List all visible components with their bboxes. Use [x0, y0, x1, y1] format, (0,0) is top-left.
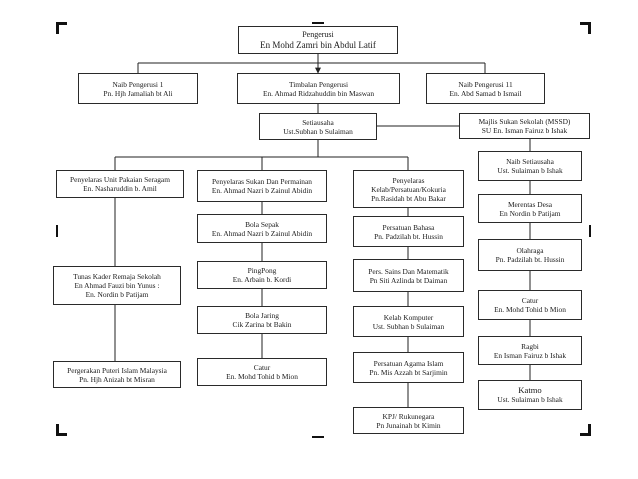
- uniform-unit-line: Pn. Hjh Anizah bt Misran: [79, 374, 155, 384]
- secretary-title: Setiausaha: [302, 117, 334, 127]
- crop-mark-bottom-right: [580, 433, 591, 436]
- clubs-item-name: Pn. Padzilah bt. Hussin: [374, 231, 443, 241]
- crop-mark-bottom-left: [56, 433, 67, 436]
- sports-coordinator-name: En. Ahmad Nazri b Zainul Abidin: [211, 186, 313, 195]
- uniform-unit-line: En. Nordin b Patijam: [85, 290, 149, 299]
- mssd-item-box: Katmo Ust. Sulaiman b Ishak: [478, 380, 582, 410]
- sports-item-title: PingPong: [247, 266, 277, 275]
- clubs-item-title: KPJ/ Rukunegara: [382, 411, 435, 421]
- mssd-item-title: Katmo: [518, 385, 542, 395]
- sports-item-name: Cik Zarina bt Bakin: [232, 320, 292, 329]
- clubs-item-name: Pn Junainah bt Kimin: [376, 420, 441, 430]
- clubs-coordinator-line: Kelab/Persatuan/Kokuria: [371, 184, 446, 194]
- mssd-item-name: Ust. Sulaiman b Ishak: [497, 166, 563, 175]
- mssd-item-name: En Nordin b Patijam: [499, 208, 561, 218]
- clubs-item-box: Pers. Sains Dan Matematik Pn Siti Azlind…: [353, 259, 464, 292]
- uniform-coordinator-title: Penyelaras Unit Pakaian Seragam: [70, 175, 170, 184]
- sports-item-title: Bola Jaring: [245, 311, 279, 320]
- clubs-item-box: KPJ/ Rukunegara Pn Junainah bt Kimin: [353, 407, 464, 434]
- mssd-item-name: En Isman Fairuz b Ishak: [493, 350, 567, 360]
- clubs-item-title: Kelab Komputer: [383, 312, 434, 322]
- mssd-name: SU En. Isman Fairuz b Ishak: [481, 126, 568, 135]
- clubs-coordinator-line: Pn.Rasidah bt Abu Bakar: [371, 193, 446, 203]
- sports-coordinator-title: Penyelaras Sukan Dan Permainan: [212, 177, 312, 186]
- crop-mark-bottom-left-v: [56, 424, 59, 436]
- vice-chair-1-title: Naib Pengerusi 1: [112, 79, 164, 89]
- sports-item-box: Catur En. Mohd Tohid b Mion: [197, 358, 327, 386]
- mssd-item-box: Catur En. Mohd Tohid b Mion: [478, 290, 582, 320]
- sports-item-title: Bola Sepak: [245, 219, 279, 229]
- uniform-unit-box: Pergerakan Puteri Islam Malaysia Pn. Hjh…: [53, 361, 181, 388]
- clubs-item-title: Persatuan Bahasa: [382, 222, 435, 232]
- sports-item-name: En. Ahmad Nazri b Zainul Abidin: [211, 228, 313, 238]
- uniform-unit-box: Tunas Kader Remaja Sekolah En Ahmad Fauz…: [53, 266, 181, 305]
- mssd-item-name: En. Mohd Tohid b Mion: [494, 305, 566, 314]
- crop-mark-top-left: [56, 22, 67, 25]
- mssd-item-box: Naib Setiausaha Ust. Sulaiman b Ishak: [478, 151, 582, 181]
- vice-chair-2-title: Naib Pengerusi 11: [458, 79, 513, 89]
- deputy-chair-name: En. Ahmad Ridzahuddin bin Maswan: [262, 88, 375, 98]
- clubs-coordinator-line: Penyelaras: [392, 175, 425, 185]
- crop-mark-bottom-center: [312, 436, 324, 438]
- mssd-item-name: Pn. Padzilah bt. Hussin: [495, 255, 565, 264]
- sports-coordinator-box: Penyelaras Sukan Dan Permainan En. Ahmad…: [197, 170, 327, 202]
- clubs-item-box: Kelab Komputer Ust. Subhan b Sulaiman: [353, 306, 464, 337]
- vice-chair-2-box: Naib Pengerusi 11 En. Abd Samad b Ismail: [426, 73, 545, 104]
- uniform-coordinator-name: En. Nasharuddin b. Amil: [83, 184, 157, 193]
- uniform-coordinator-box: Penyelaras Unit Pakaian Seragam En. Nash…: [56, 170, 184, 198]
- chairman-box: Pengerusi En Mohd Zamri bin Abdul Latif: [238, 26, 398, 54]
- clubs-coordinator-box: Penyelaras Kelab/Persatuan/Kokuria Pn.Ra…: [353, 170, 464, 208]
- secretary-name: Ust.Subhan b Sulaiman: [283, 126, 353, 136]
- vice-chair-1-name: Pn. Hjh Jamaliah bt Ali: [103, 88, 173, 98]
- crop-mark-top-left-v: [56, 22, 59, 34]
- sports-item-name: En. Arbain b. Kordi: [232, 275, 292, 284]
- sports-item-box: PingPong En. Arbain b. Kordi: [197, 261, 327, 289]
- mssd-item-title: Naib Setiausaha: [506, 157, 554, 166]
- clubs-item-name: Ust. Subhan b Sulaiman: [372, 321, 445, 331]
- crop-mark-right-center: [589, 225, 591, 237]
- vice-chair-1-box: Naib Pengerusi 1 Pn. Hjh Jamaliah bt Ali: [78, 73, 198, 104]
- mssd-box: Majlis Sukan Sekolah (MSSD) SU En. Isman…: [459, 113, 590, 139]
- mssd-item-title: Ragbi: [521, 341, 539, 351]
- sports-item-title: Catur: [253, 363, 271, 372]
- sports-item-box: Bola Sepak En. Ahmad Nazri b Zainul Abid…: [197, 214, 327, 243]
- mssd-item-box: Ragbi En Isman Fairuz b Ishak: [478, 336, 582, 365]
- clubs-item-box: Persatuan Agama Islam Pn. Mis Azzah bt S…: [353, 352, 464, 383]
- deputy-chair-box: Timbalan Pengerusi En. Ahmad Ridzahuddin…: [237, 73, 400, 104]
- uniform-unit-line: Pergerakan Puteri Islam Malaysia: [67, 365, 167, 375]
- crop-mark-bottom-right-v: [588, 424, 591, 436]
- mssd-item-name: Ust. Sulaiman b Ishak: [497, 395, 563, 404]
- sports-item-box: Bola Jaring Cik Zarina bt Bakin: [197, 306, 327, 334]
- uniform-unit-line: Tunas Kader Remaja Sekolah: [73, 272, 161, 281]
- chairman-title: Pengerusi: [302, 30, 334, 39]
- sports-item-name: En. Mohd Tohid b Mion: [226, 372, 298, 381]
- clubs-item-title: Pers. Sains Dan Matematik: [368, 266, 449, 276]
- vice-chair-2-name: En. Abd Samad b Ismail: [449, 88, 522, 98]
- mssd-item-title: Merentas Desa: [507, 199, 553, 209]
- crop-mark-top-center: [312, 22, 324, 24]
- clubs-item-box: Persatuan Bahasa Pn. Padzilah bt. Hussin: [353, 216, 464, 247]
- clubs-item-title: Persatuan Agama Islam: [373, 358, 444, 368]
- crop-mark-top-right-v: [588, 22, 591, 34]
- mssd-item-title: Olahraga: [516, 246, 544, 255]
- mssd-item-title: Catur: [521, 296, 539, 305]
- mssd-item-box: Merentas Desa En Nordin b Patijam: [478, 194, 582, 223]
- clubs-item-name: Pn. Mis Azzah bt Sarjimin: [369, 367, 448, 377]
- mssd-title: Majlis Sukan Sekolah (MSSD): [478, 117, 571, 126]
- mssd-item-box: Olahraga Pn. Padzilah bt. Hussin: [478, 239, 582, 271]
- crop-mark-top-right: [580, 22, 591, 25]
- chairman-name: En Mohd Zamri bin Abdul Latif: [260, 40, 376, 50]
- deputy-chair-title: Timbalan Pengerusi: [288, 79, 349, 89]
- crop-mark-left-center: [56, 225, 58, 237]
- secretary-box: Setiausaha Ust.Subhan b Sulaiman: [259, 113, 377, 140]
- clubs-item-name: Pn Siti Azlinda bt Daiman: [369, 275, 448, 285]
- uniform-unit-line: En Ahmad Fauzi bin Yunus :: [74, 281, 160, 290]
